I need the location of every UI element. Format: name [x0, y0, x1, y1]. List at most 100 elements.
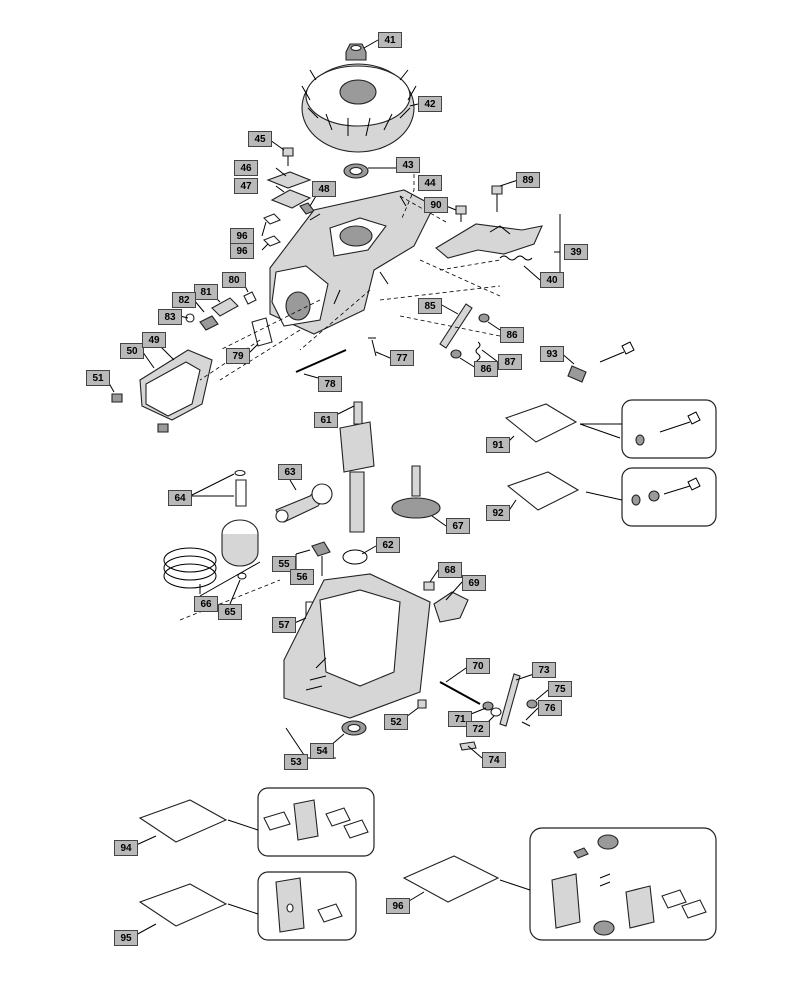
callout-74: 74 — [482, 752, 506, 768]
callout-79: 79 — [226, 348, 250, 364]
part-53-sump — [283, 573, 431, 719]
callout-51: 51 — [86, 370, 110, 386]
part-49-50-shroud — [139, 349, 213, 421]
callout-82: 82 — [172, 292, 196, 308]
callout-42: 42 — [418, 96, 442, 112]
callout-77: 77 — [390, 350, 414, 366]
part-96-washer — [263, 213, 281, 225]
part-95-gasket-kit — [138, 871, 357, 941]
part-82-bushing — [199, 315, 219, 331]
part-39-bracket — [435, 223, 543, 259]
callout-86-b: 86 — [474, 361, 498, 377]
callout-75: 75 — [548, 681, 572, 697]
part-41-nut — [345, 43, 367, 61]
callout-57: 57 — [272, 617, 296, 633]
part-64-piston-pin — [234, 469, 247, 507]
callout-62: 62 — [376, 537, 400, 553]
callout-73: 73 — [532, 662, 556, 678]
part-63-connecting-rod — [275, 483, 333, 523]
callout-91: 91 — [486, 437, 510, 453]
callout-96-b: 96 — [230, 243, 254, 259]
part-85-lever — [439, 303, 473, 349]
part-94-gasket-kit — [138, 787, 375, 857]
callout-50: 50 — [120, 343, 144, 359]
part-92-valve-kit — [506, 467, 717, 527]
part-42-flywheel — [301, 63, 417, 153]
part-66-piston-rings — [163, 547, 217, 589]
part-70-shaft — [439, 681, 481, 705]
part-65-clip — [237, 572, 247, 580]
part-90-bolt — [455, 205, 467, 222]
part-46-47-plates — [266, 171, 312, 209]
callout-54: 54 — [310, 743, 334, 759]
callout-45: 45 — [248, 131, 272, 147]
part-51-bolt-2 — [157, 423, 169, 433]
callout-49: 49 — [142, 332, 166, 348]
callout-46: 46 — [234, 160, 258, 176]
part-52-bolt — [417, 699, 427, 709]
part-43-seal — [343, 163, 369, 179]
callout-96-c: 96 — [386, 898, 410, 914]
callout-63: 63 — [278, 464, 302, 480]
callout-56: 56 — [290, 569, 314, 585]
callout-94: 94 — [114, 840, 138, 856]
callout-92: 92 — [486, 505, 510, 521]
callout-95: 95 — [114, 930, 138, 946]
callout-72: 72 — [466, 721, 490, 737]
callout-90: 90 — [424, 197, 448, 213]
callout-41: 41 — [378, 32, 402, 48]
callout-89: 89 — [516, 172, 540, 188]
part-76-clip — [521, 721, 531, 727]
callout-44: 44 — [418, 175, 442, 191]
part-93-valve-spring — [567, 341, 635, 383]
part-45-bolt — [282, 147, 294, 166]
callout-87: 87 — [498, 354, 522, 370]
callout-65: 65 — [218, 604, 242, 620]
callout-43: 43 — [396, 157, 420, 173]
callout-48: 48 — [312, 181, 336, 197]
callout-61: 61 — [314, 412, 338, 428]
callout-96-a: 96 — [230, 228, 254, 244]
callout-85: 85 — [418, 298, 442, 314]
part-51-bolt — [111, 393, 123, 403]
callout-66: 66 — [194, 596, 218, 612]
part-62-seal — [342, 549, 368, 565]
callout-40: 40 — [540, 272, 564, 288]
callout-81: 81 — [194, 284, 218, 300]
part-96-gasket-kit — [402, 827, 717, 941]
callout-47: 47 — [234, 178, 258, 194]
part-73-lever — [499, 673, 521, 727]
callout-70: 70 — [466, 658, 490, 674]
callout-53: 53 — [284, 754, 308, 770]
part-78-rod — [295, 349, 347, 373]
part-75-nut — [526, 699, 538, 709]
part-72-washer — [490, 707, 502, 717]
part-96-spacer — [263, 235, 281, 247]
callout-78: 78 — [318, 376, 342, 392]
part-86-nut-upper — [478, 313, 490, 323]
callout-64: 64 — [168, 490, 192, 506]
part-86-nut-lower — [450, 349, 462, 359]
part-69-governor — [433, 591, 469, 623]
part-80-pin — [243, 291, 257, 305]
part-40-spring — [499, 255, 533, 261]
part-54-seal — [341, 720, 367, 736]
part-79-gasket — [251, 317, 273, 347]
callout-39: 39 — [564, 244, 588, 260]
part-67-cam-gear — [391, 465, 441, 519]
part-61-crankshaft — [339, 401, 375, 533]
callout-52: 52 — [384, 714, 408, 730]
part-89-bolt — [491, 185, 503, 212]
callout-76: 76 — [538, 700, 562, 716]
part-81-lever — [211, 297, 239, 317]
callout-68: 68 — [438, 562, 462, 578]
part-91-valve-kit — [504, 399, 717, 459]
part-68-bolt — [423, 581, 435, 591]
callout-69: 69 — [462, 575, 486, 591]
part-55-56-breather — [311, 541, 331, 576]
callout-83: 83 — [158, 309, 182, 325]
part-piston — [221, 519, 259, 567]
part-44-engine-block — [269, 189, 435, 335]
